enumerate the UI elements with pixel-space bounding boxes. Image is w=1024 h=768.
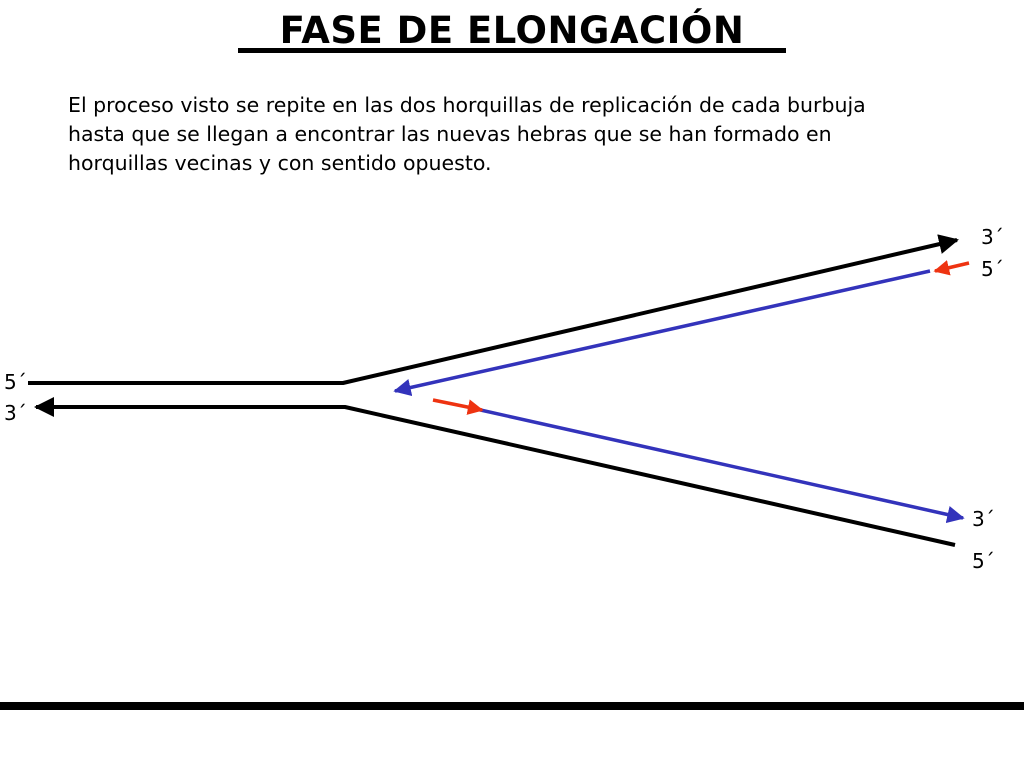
label-left-bottom: 3´ <box>4 401 27 425</box>
label-upper-right-top: 3´ <box>981 225 1004 249</box>
primer-lower <box>432 398 484 415</box>
slide-title: FASE DE ELONGACIÓN <box>279 9 745 52</box>
label-lower-right-top: 3´ <box>972 507 995 531</box>
title-underline <box>238 48 786 53</box>
new-strand-lower <box>475 407 965 524</box>
primer-upper <box>933 260 970 276</box>
description-text: El proceso visto se repite en las dos ho… <box>68 93 866 175</box>
parental-strand-upper <box>28 234 959 385</box>
label-lower-right-bottom: 5´ <box>972 549 995 573</box>
new-strand-upper <box>393 269 931 397</box>
label-left-top: 5´ <box>4 370 27 394</box>
parental-strand-lower <box>34 397 956 547</box>
bottom-rule <box>0 702 1024 710</box>
label-upper-right-bottom: 5´ <box>981 257 1004 281</box>
